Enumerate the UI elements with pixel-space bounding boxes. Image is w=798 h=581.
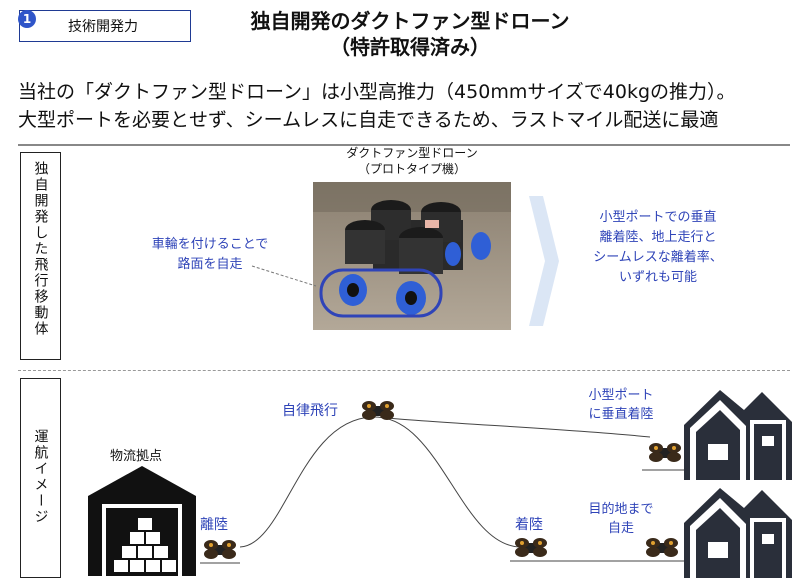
side-label-box-prototype: 独自開発した飛行移動体 [20, 152, 61, 360]
side-label-operation: 運航イメージ [32, 429, 49, 525]
drone-icon [649, 443, 681, 462]
warehouse-label: 物流拠点 [110, 449, 163, 464]
divider [18, 144, 790, 146]
category-tag: 1 技術開発力 [18, 10, 191, 42]
section-number-badge: 1 [18, 10, 36, 28]
photo-caption-line2: （プロトタイプ機） [357, 162, 466, 176]
drone-icon [362, 401, 394, 420]
capability-line4: いずれも可能 [618, 270, 697, 285]
leader-line [251, 265, 317, 287]
category-label: 技術開発力 [68, 19, 138, 35]
wheel-note: 車輪を付けることで 路面を自走 [130, 235, 290, 275]
destination-label: 目的地まで 自走 [576, 500, 666, 538]
drone-icon [204, 540, 236, 559]
chevron-right-icon [529, 196, 559, 326]
port-label-line2: に垂直着陸 [588, 407, 654, 422]
destination-label-line2: 自走 [607, 521, 634, 536]
capability-line1: 小型ポートでの垂直 [599, 210, 717, 225]
lead-line1: 当社の「ダクトファン型ドローン」は小型高推力（450mmサイズで40kgの推力）… [18, 81, 736, 103]
drone-prototype-photo [313, 182, 511, 330]
lead-line2: 大型ポートを必要とせず、シームレスに自走できるため、ラストマイル配送に最適 [18, 109, 719, 131]
side-label-box-operation: 運航イメージ [20, 378, 61, 578]
destination-label-line1: 目的地まで [588, 502, 654, 517]
title-line2: （特許取得済み） [330, 35, 490, 59]
photo-caption: ダクトファン型ドローン （プロトタイプ機） [313, 145, 511, 177]
photo-caption-line1: ダクトファン型ドローン [346, 146, 478, 160]
house-icon [684, 390, 792, 480]
takeoff-label: 離陸 [200, 517, 228, 533]
wheel-note-line2: 路面を自走 [177, 257, 243, 272]
wheel-note-line1: 車輪を付けることで [151, 237, 269, 252]
warehouse-icon [88, 466, 196, 576]
port-label: 小型ポート に垂直着陸 [576, 386, 666, 424]
capability-note: 小型ポートでの垂直 離着陸、地上走行と シームレスな離着率、 いずれも可能 [568, 208, 748, 288]
autonomous-flight-label: 自律飛行 [282, 403, 338, 419]
lead-text: 当社の「ダクトファン型ドローン」は小型高推力（450mmサイズで40kgの推力）… [18, 78, 788, 134]
section-separator [18, 370, 790, 371]
capability-line2: 離着陸、地上走行と [599, 230, 717, 245]
capability-line3: シームレスな離着率、 [593, 250, 723, 265]
drone-icon [646, 538, 678, 557]
page-title: 独自開発のダクトファン型ドローン （特許取得済み） [200, 8, 620, 60]
landing-label: 着陸 [515, 517, 543, 533]
house-icon [684, 488, 792, 578]
drone-icon [515, 538, 547, 557]
side-label-prototype: 独自開発した飛行移動体 [32, 161, 49, 337]
title-line1: 独自開発のダクトファン型ドローン [250, 9, 570, 33]
port-label-line1: 小型ポート [588, 388, 654, 403]
